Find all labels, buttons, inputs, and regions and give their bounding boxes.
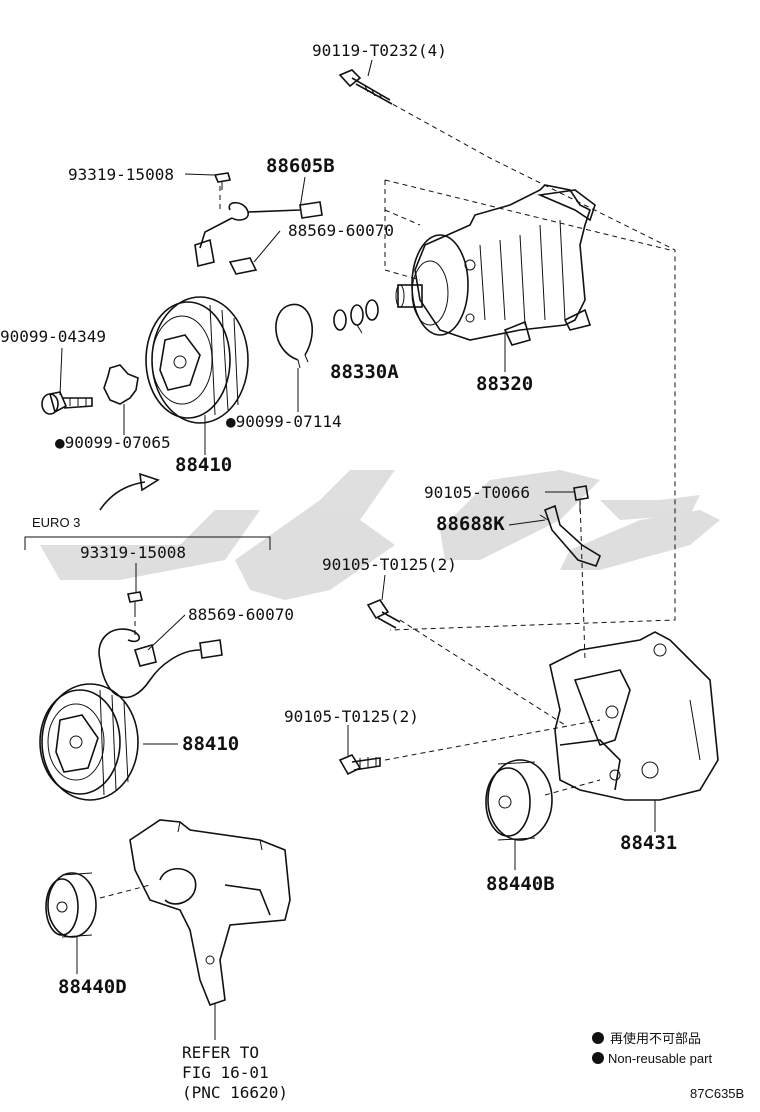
label-refer-to: REFER TO <box>182 1043 259 1062</box>
label-euro3: EURO 3 <box>32 515 80 530</box>
label-88330A: 88330A <box>330 361 399 383</box>
legend-bullet-2-icon <box>592 1052 604 1064</box>
label-88410-top: 88410 <box>175 454 232 476</box>
label-90119-T0232: 90119-T0232(4) <box>312 41 447 60</box>
label-93319-15008-top: 93319-15008 <box>68 165 174 184</box>
clutch-pulley-top-icon <box>145 296 249 424</box>
bolt-90119-icon <box>338 69 393 105</box>
label-93319-15008-lower: 93319-15008 <box>80 543 186 562</box>
legend-text-jp: 再使用不可部品 <box>610 1031 701 1046</box>
washer-icon <box>103 364 139 405</box>
label-88605B: 88605B <box>266 155 335 177</box>
label-90099-07065: ●90099-07065 <box>55 433 171 452</box>
label-90105-T0125-lower: 90105-T0125(2) <box>284 707 419 726</box>
bracket-88431-icon <box>549 631 719 801</box>
screw-93319-lower-icon <box>127 591 143 612</box>
label-90105-T0066: 90105-T0066 <box>424 483 530 502</box>
lower-bracket-icon <box>129 819 291 1006</box>
idler-88440D-icon <box>45 872 97 938</box>
label-pnc-16620: (PNC 16620) <box>182 1083 288 1102</box>
idler-88440B-icon <box>485 759 553 841</box>
label-88410-lower: 88410 <box>182 733 239 755</box>
bolt-90105-T0066-icon <box>573 485 589 512</box>
harness-88605B-icon <box>194 172 323 275</box>
shims-icon <box>333 299 379 331</box>
legend-text-en: Non-reusable part <box>608 1051 712 1066</box>
clutch-pulley-lower-icon <box>39 683 139 801</box>
label-88688K: 88688K <box>436 513 505 535</box>
snap-ring-icon <box>275 303 313 369</box>
label-90099-07114: ●90099-07114 <box>226 412 342 431</box>
harness-lower-icon <box>98 628 223 699</box>
curved-arrow-icon <box>99 472 160 511</box>
euro-bracket-line <box>24 536 271 550</box>
label-88440D: 88440D <box>58 976 127 998</box>
compressor-icon <box>395 184 596 346</box>
bracket-88688K-icon <box>539 504 601 567</box>
label-88440B: 88440B <box>486 873 555 895</box>
label-88569-60070-lower: 88569-60070 <box>188 605 294 624</box>
label-90105-T0125-upper: 90105-T0125(2) <box>322 555 457 574</box>
diagram-code: 87C635B <box>690 1086 744 1101</box>
label-90099-04349: 90099-04349 <box>0 327 106 346</box>
bolt-90105-T0125-lower-icon <box>338 753 381 776</box>
label-88569-60070-top: 88569-60070 <box>288 221 394 240</box>
bolt-90099-04349-icon <box>41 391 93 415</box>
leader-lines <box>59 59 656 1040</box>
label-88431: 88431 <box>620 832 677 854</box>
label-fig-16-01: FIG 16-01 <box>182 1063 269 1082</box>
legend-bullet-1-icon <box>592 1032 604 1044</box>
bolt-90105-T0125-upper-icon <box>366 599 401 629</box>
dashed-guides <box>99 99 676 899</box>
label-88320: 88320 <box>476 373 533 395</box>
